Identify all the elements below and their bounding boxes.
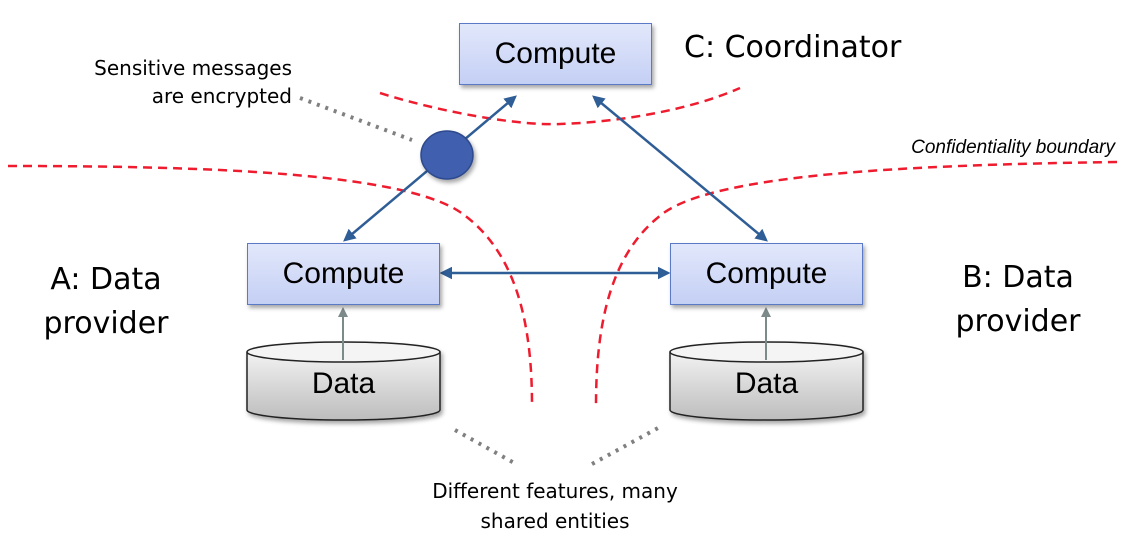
encrypted-note-line1: Sensitive messages bbox=[94, 56, 292, 80]
compute-label-party-b: Compute bbox=[705, 257, 828, 290]
boundary-coordinator bbox=[379, 86, 741, 126]
party-b-label-line2: provider bbox=[955, 304, 1081, 339]
shared-entities-note: Different features, many shared entities bbox=[400, 476, 710, 536]
encrypted-message-dot bbox=[420, 130, 474, 180]
compute-box-party-b: Compute bbox=[670, 243, 863, 305]
shared-leader-left bbox=[454, 428, 517, 466]
compute-label-coordinator: Compute bbox=[494, 37, 617, 70]
encrypted-note: Sensitive messages are encrypted bbox=[60, 54, 292, 110]
boundary-party-b bbox=[594, 160, 1118, 406]
shared-leader-right bbox=[591, 426, 659, 466]
shared-note-line2: shared entities bbox=[480, 509, 630, 533]
compute-box-coordinator: Compute bbox=[459, 23, 652, 85]
encrypted-note-line2: are encrypted bbox=[151, 84, 292, 108]
party-a-label-line2: provider bbox=[43, 306, 169, 341]
shared-note-line1: Different features, many bbox=[432, 479, 678, 503]
arrow-coordinator-to-b bbox=[592, 95, 768, 242]
coordinator-label: C: Coordinator bbox=[684, 30, 902, 65]
compute-box-party-a: Compute bbox=[247, 243, 440, 305]
data-label-party-a: Data bbox=[311, 367, 376, 400]
confidentiality-boundary-label: Confidentiality boundary bbox=[911, 137, 1115, 158]
party-b-label: B: Data provider bbox=[942, 256, 1094, 344]
encrypted-leader bbox=[299, 96, 413, 142]
party-b-label-line1: B: Data bbox=[962, 260, 1074, 295]
party-a-label-line1: A: Data bbox=[50, 262, 162, 297]
party-a-label: A: Data provider bbox=[30, 258, 182, 346]
data-label-party-b: Data bbox=[734, 367, 799, 400]
database-a bbox=[246, 341, 441, 421]
compute-label-party-a: Compute bbox=[282, 257, 405, 290]
